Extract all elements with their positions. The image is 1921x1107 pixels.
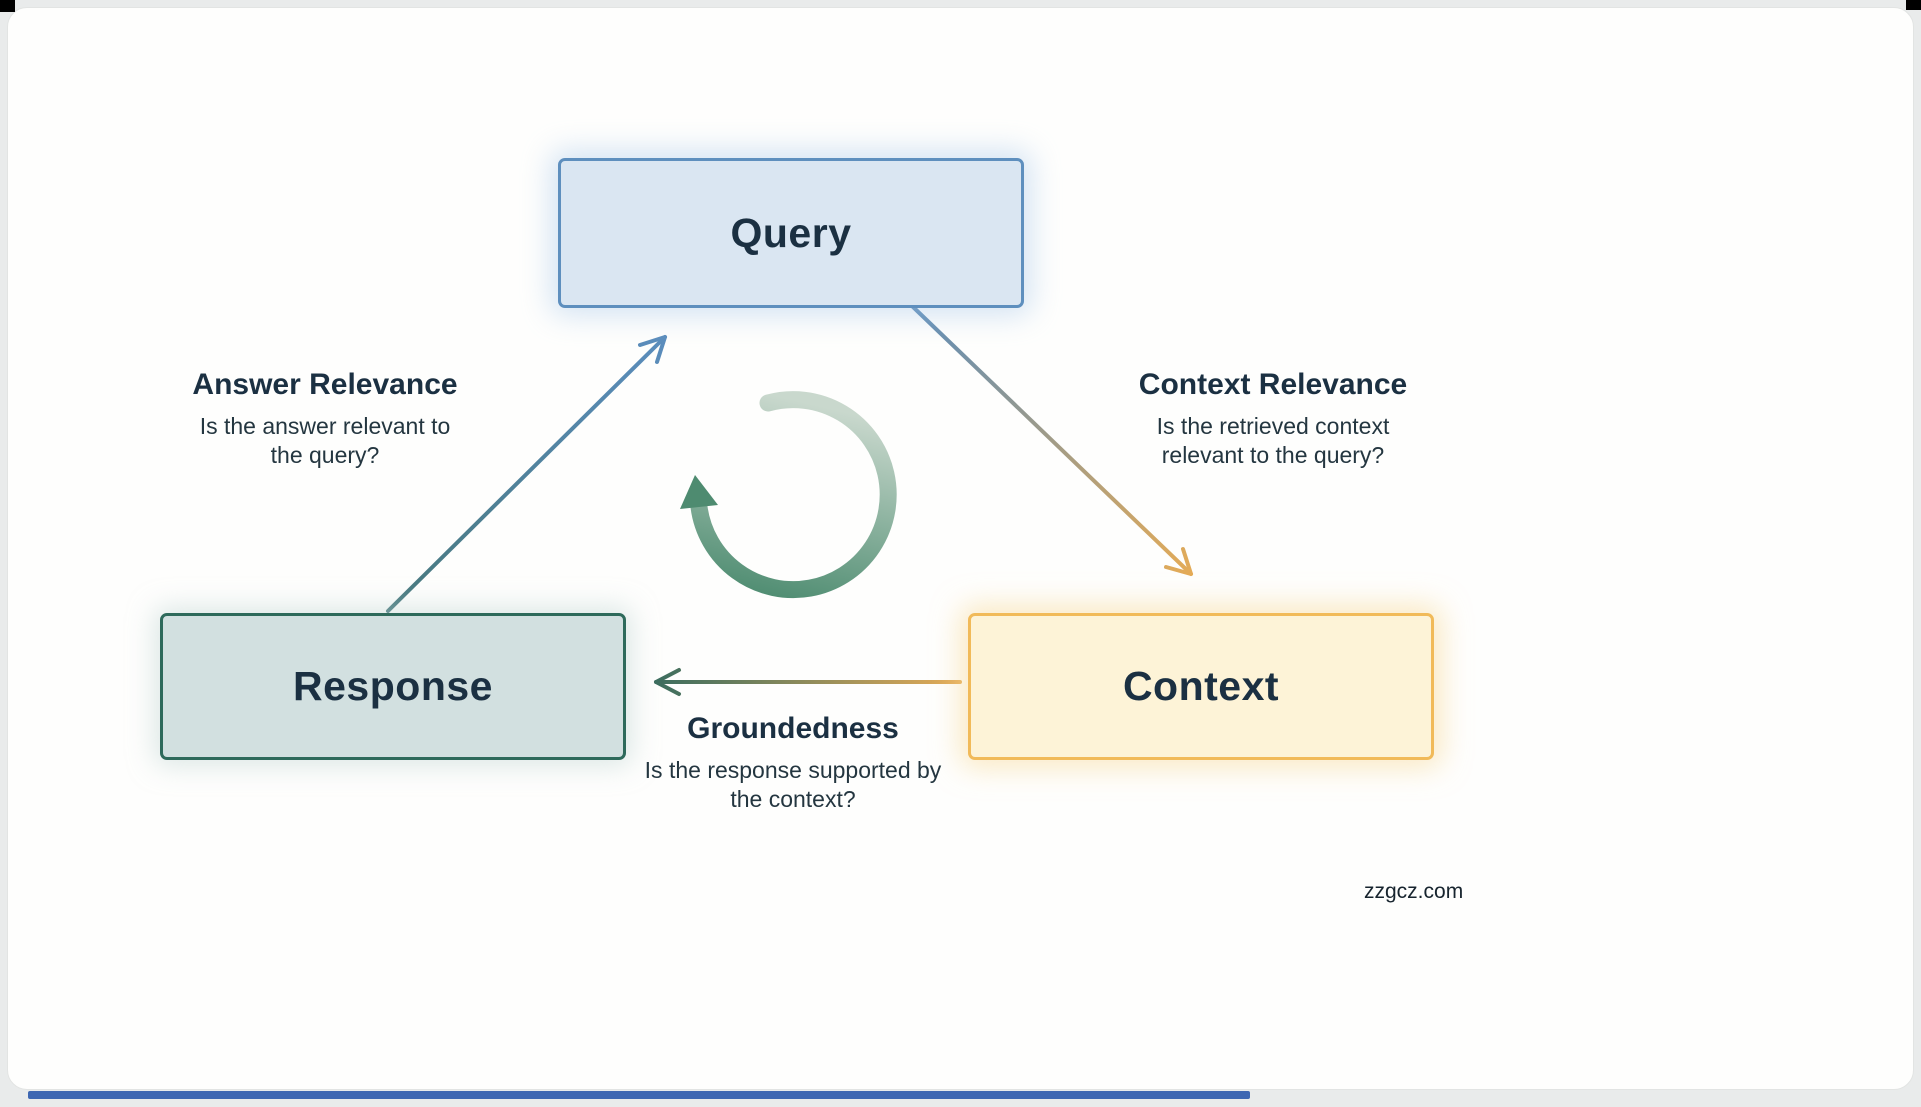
node-query: Query [558, 158, 1024, 308]
watermark-text: zzgcz.com [1364, 880, 1464, 903]
node-response-label: Response [293, 663, 493, 709]
bottom-edge-bar [28, 1091, 1250, 1099]
answer-relevance-description: Is the answer relevant to the query? [199, 413, 451, 469]
corner-artifact-top-left [0, 0, 15, 12]
node-response: Response [160, 613, 626, 760]
arrow-context-to-response [654, 668, 962, 696]
edge-label-groundedness: Groundedness Is the response supported b… [618, 712, 968, 815]
node-context-label: Context [1122, 663, 1280, 709]
corner-artifact-top-right [1906, 0, 1921, 10]
groundedness-description: Is the response supported by the context… [644, 757, 942, 813]
groundedness-title: Groundedness [687, 712, 899, 745]
node-query-label: Query [730, 209, 852, 256]
edge-label-answer-relevance: Answer Relevance Is the answer relevant … [175, 368, 475, 471]
context-relevance-title: Context Relevance [1138, 368, 1408, 401]
cycle-arrow-icon [680, 391, 897, 599]
node-context: Context [968, 613, 1434, 760]
edge-label-context-relevance: Context Relevance Is the retrieved conte… [1098, 368, 1448, 471]
context-relevance-description: Is the retrieved context relevant to the… [1156, 413, 1390, 469]
diagram-card: Query Response Context Answer Relevance … [7, 7, 1914, 1090]
answer-relevance-title: Answer Relevance [192, 368, 458, 401]
